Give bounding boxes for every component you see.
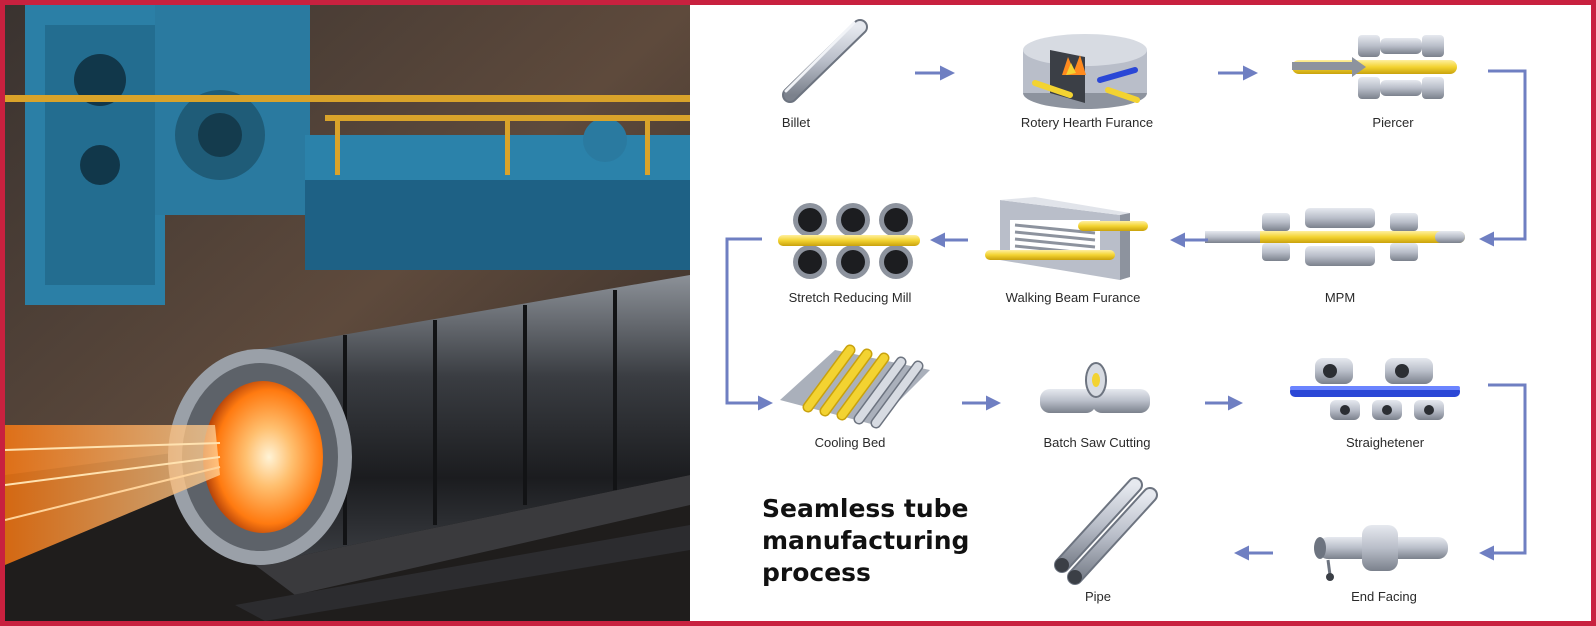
step-label-batch-saw-cutting: Batch Saw Cutting xyxy=(1044,435,1151,450)
flow-connector-2 xyxy=(725,237,773,411)
step-label-billet: Billet xyxy=(782,115,811,130)
step-label-cooling-bed: Cooling Bed xyxy=(815,435,886,450)
step-label-rotery-hearth-furance: Rotery Hearth Furance xyxy=(1021,115,1153,130)
batch-saw-cutting-icon xyxy=(1040,362,1150,413)
diagram-title: Seamless tube manufacturing process xyxy=(762,493,1022,589)
step-label-stretch-reducing-mill: Stretch Reducing Mill xyxy=(789,290,912,305)
step-label-end-facing: End Facing xyxy=(1351,589,1417,604)
stretch-reducing-mill-icon xyxy=(778,203,920,279)
cooling-bed-icon xyxy=(780,344,930,429)
rotary-hearth-furnace-icon xyxy=(1023,34,1147,109)
pipe-icon xyxy=(1054,477,1158,585)
diagram-title-line-3: process xyxy=(762,558,871,587)
walking-beam-furnace-icon xyxy=(985,197,1148,280)
step-label-mpm: MPM xyxy=(1325,290,1355,305)
step-label-pipe: Pipe xyxy=(1085,589,1111,604)
piercer-icon xyxy=(1292,35,1457,99)
flow-connector-1 xyxy=(1479,69,1527,247)
process-diagram-canvas: Billet Rotery Hearth Furance xyxy=(725,19,1527,604)
diagram-title-line-1: Seamless tube xyxy=(762,494,969,523)
end-facing-icon xyxy=(1314,525,1448,581)
factory-photo xyxy=(5,5,690,621)
step-label-walking-beam-furance: Walking Beam Furance xyxy=(1006,290,1141,305)
straightener-icon xyxy=(1290,358,1460,420)
mpm-icon xyxy=(1205,208,1465,266)
billet-icon xyxy=(782,19,868,103)
process-diagram: Billet Rotery Hearth Furance xyxy=(690,5,1591,621)
factory-photo-illustration xyxy=(5,5,690,621)
step-label-straighetener: Straighetener xyxy=(1346,435,1425,450)
flow-connector-3 xyxy=(1479,383,1527,561)
diagram-title-line-2: manufacturing xyxy=(762,526,970,555)
step-label-piercer: Piercer xyxy=(1372,115,1414,130)
